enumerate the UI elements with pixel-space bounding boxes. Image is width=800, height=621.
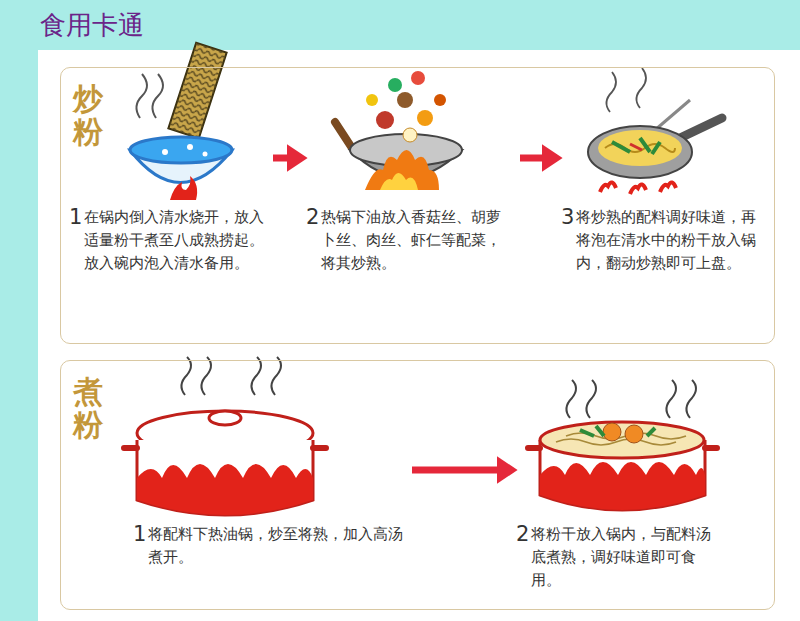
step-number: 2: [516, 523, 529, 545]
panel-heading: 煮粉: [73, 375, 103, 441]
step-text-row: 3将炒熟的配料调好味道，再将泡在清水中的粉干放入锅内，翻动炒熟即可上盘。: [561, 206, 766, 275]
step-number: 1: [69, 206, 82, 228]
step-text: 将粉干放入锅内，与配料汤底煮熟，调好味道即可食用。: [531, 523, 721, 592]
wok-illustration: [335, 71, 462, 190]
step-text: 在锅内倒入清水烧开，放入适量粉干煮至八成熟捞起。放入碗内泡入清水备用。: [84, 206, 269, 275]
noodle-pot-illustration: [528, 380, 717, 510]
method-panel: 炒粉 1在锅内倒入清水烧开，放入适量粉干煮至八成熟捞起。放入碗内泡入清水备用。 2热…: [60, 67, 775, 344]
step-box: 1将配料下热油锅，炒至将熟，加入高汤煮开。: [133, 371, 408, 601]
step-number: 2: [306, 206, 319, 228]
pan-illustration: [588, 68, 722, 194]
step-box: 1在锅内倒入清水烧开，放入适量粉干煮至八成熟捞起。放入碗内泡入清水备用。: [69, 72, 269, 338]
step-box: 3将炒熟的配料调好味道，再将泡在清水中的粉干放入锅内，翻动炒熟即可上盘。: [561, 72, 766, 338]
page-title: 食用卡通: [40, 8, 144, 43]
step-box: 2将粉干放入锅内，与配料汤底煮熟，调好味道即可食用。: [516, 371, 721, 601]
step-text-row: 1将配料下热油锅，炒至将熟，加入高汤煮开。: [133, 523, 408, 569]
panel-heading: 炒粉: [73, 82, 103, 148]
step-text: 热锅下油放入香菇丝、胡萝卜丝、肉丝、虾仁等配菜，将其炒熟。: [321, 206, 516, 275]
covered-pot-illustration: [124, 357, 326, 515]
step-text-row: 1在锅内倒入清水烧开，放入适量粉干煮至八成熟捞起。放入碗内泡入清水备用。: [69, 206, 269, 275]
step-box: 2热锅下油放入香菇丝、胡萝卜丝、肉丝、虾仁等配菜，将其炒熟。: [306, 72, 516, 338]
step-arrow: [273, 155, 302, 162]
method-panel: 煮粉 1将配料下热油锅，炒至将熟，加入高汤煮开。 2将粉干放入锅内，与配料汤底煮熟，…: [60, 360, 775, 610]
step-arrow: [520, 155, 557, 162]
step-text-row: 2将粉干放入锅内，与配料汤底煮熟，调好味道即可食用。: [516, 523, 721, 592]
step-text: 将配料下热油锅，炒至将熟，加入高汤煮开。: [148, 523, 408, 569]
step-number: 1: [133, 523, 146, 545]
step-arrow: [412, 467, 512, 474]
step-number: 3: [561, 206, 574, 228]
step-text: 将炒熟的配料调好味道，再将泡在清水中的粉干放入锅内，翻动炒熟即可上盘。: [576, 206, 766, 275]
step-text-row: 2热锅下油放入香菇丝、胡萝卜丝、肉丝、虾仁等配菜，将其炒熟。: [306, 206, 516, 275]
